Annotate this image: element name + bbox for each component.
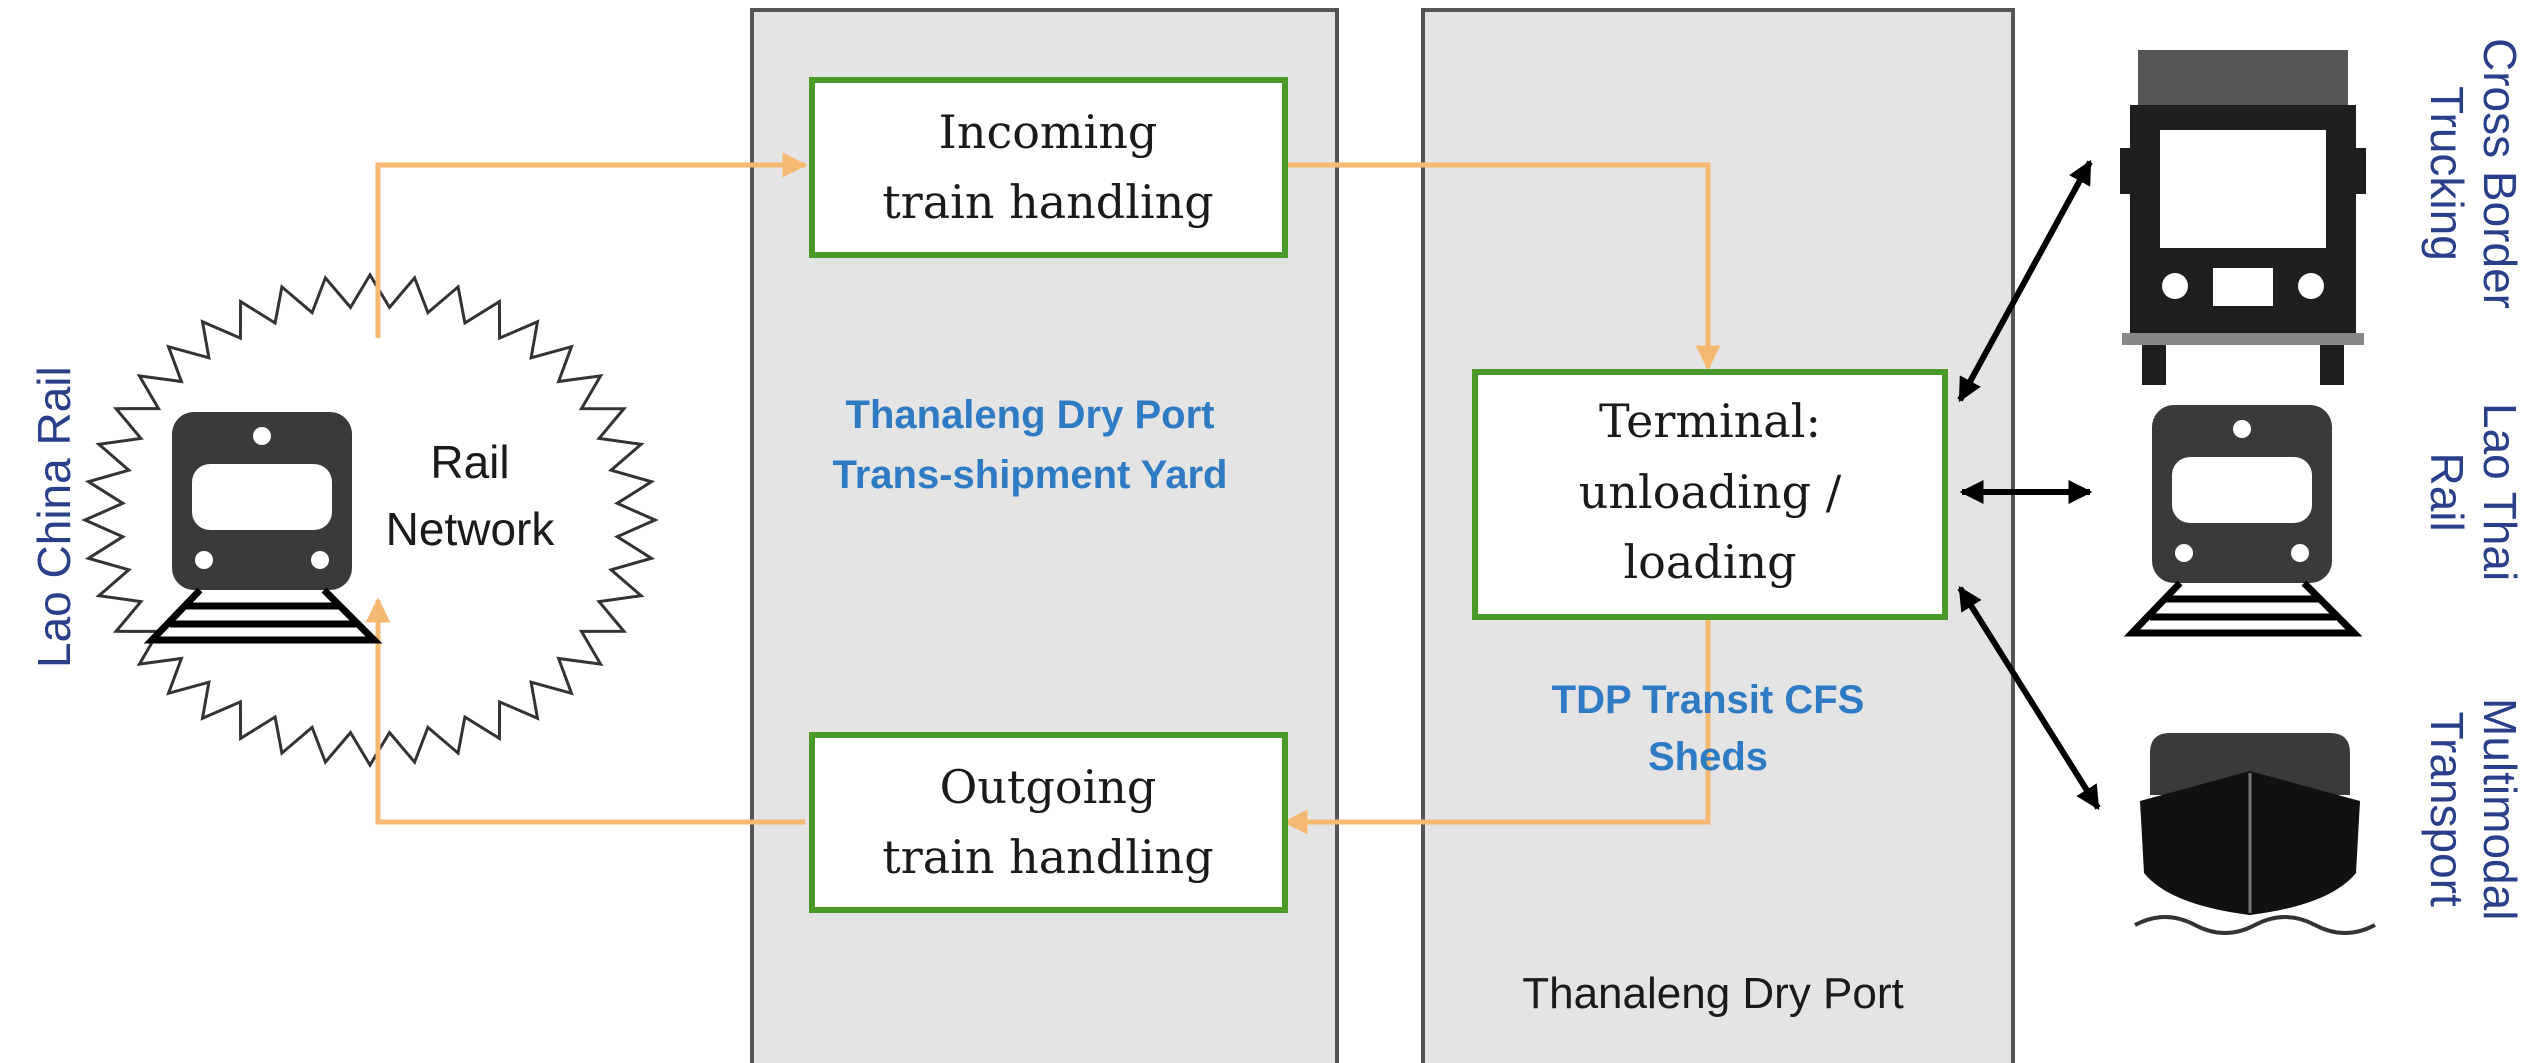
rail-network-cloud [81, 271, 659, 769]
truck-icon [2120, 50, 2366, 385]
incoming-line1: Incoming [939, 105, 1158, 159]
trucking-line2: Trucking [2421, 86, 2474, 261]
ship-icon [2134, 733, 2376, 935]
trucking-line1: Cross Border [2474, 38, 2526, 309]
multimodal-line2: Transport [2421, 711, 2474, 907]
cfs-line2: Sheds [1648, 735, 1768, 779]
flow-arrow-to-rail-network [365, 597, 805, 825]
lao-china-rail-text: Lao China Rail [28, 366, 80, 668]
flow-arrow-to-terminal [1285, 162, 1721, 371]
outgoing-train-box [809, 732, 1288, 913]
train-icon-right [2123, 405, 2363, 637]
terminal-box [1472, 369, 1948, 620]
arrow-terminal-truck [1957, 159, 2093, 403]
arrow-terminal-multimodal [1957, 585, 2101, 811]
cfs-line1: TDP Transit CFS [1552, 678, 1865, 722]
lao-thai-line2: Rail [2421, 452, 2474, 532]
terminal-line3: loading [1623, 535, 1796, 589]
incoming-train-box [809, 77, 1288, 258]
yard-title-line1: Thanaleng Dry Port [846, 393, 1215, 437]
mode-label-lao-thai-rail: Lao Thai Rail [2420, 403, 2526, 581]
mode-label-trucking: Cross Border Trucking [2420, 38, 2526, 309]
rail-network-line2: Network [386, 503, 556, 555]
terminal-line1: Terminal: [1599, 394, 1821, 448]
incoming-line2: train handling [882, 175, 1213, 229]
flow-arrow-to-outgoing [1282, 618, 1711, 835]
outgoing-line2: train handling [882, 830, 1213, 884]
terminal-line2: unloading / [1579, 465, 1842, 519]
lao-china-rail-label: Lao China Rail [28, 366, 81, 668]
train-icon [143, 412, 383, 644]
yard-title-line2: Trans-shipment Yard [833, 453, 1228, 497]
flow-arrow-to-incoming [375, 152, 808, 338]
outgoing-line1: Outgoing [940, 760, 1157, 814]
multimodal-line1: Multimodal [2474, 698, 2526, 921]
dry-port-label: Thanaleng Dry Port [1522, 969, 1904, 1018]
rail-network-line1: Rail [430, 436, 509, 488]
lao-thai-line1: Lao Thai [2474, 403, 2526, 582]
mode-label-multimodal: Multimodal Transport [2420, 698, 2526, 920]
